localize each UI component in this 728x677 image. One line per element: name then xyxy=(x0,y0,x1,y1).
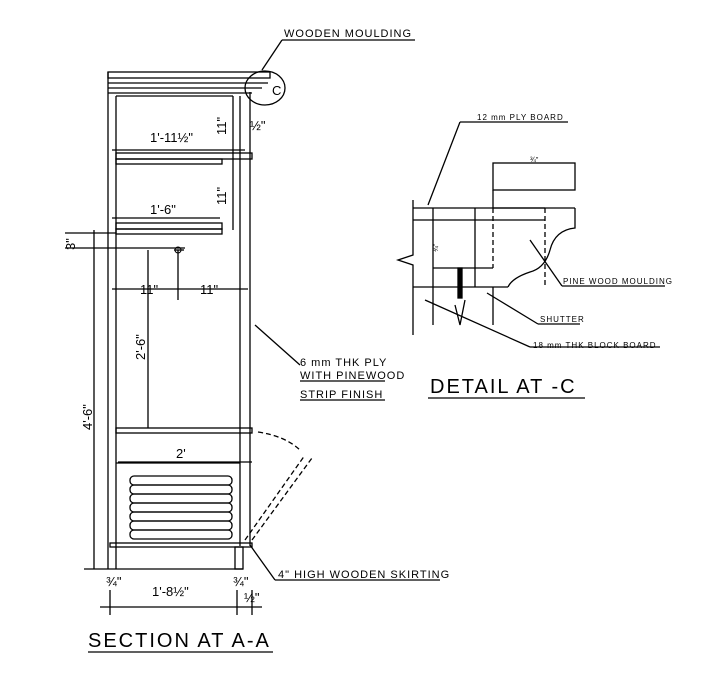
section-title: SECTION AT A-A xyxy=(88,630,271,652)
dim-bottom-compartment: 2' xyxy=(176,446,186,461)
pine-moulding-label: PINE WOOD MOULDING xyxy=(563,277,673,286)
ply-label-line1: 6 mm THK PLY xyxy=(300,357,387,369)
dim-top-gap: ½" xyxy=(250,118,266,133)
dim-top-height: 11" xyxy=(214,117,229,135)
ply-label-line2: WITH PINEWOOD xyxy=(300,370,405,382)
dim-base-left: ¾" xyxy=(106,574,122,589)
cabinet-section xyxy=(65,39,440,653)
shutter-label: SHUTTER xyxy=(540,315,585,324)
detail-dim-side: ¾" xyxy=(433,243,440,252)
dim-hanging-height: 2'-6" xyxy=(133,334,148,360)
block-board-label: 18 mm THK BLOCK BOARD xyxy=(533,341,657,350)
dim-rail-offset: 3" xyxy=(63,238,78,250)
dim-shelf2-width: 1'-6" xyxy=(150,202,176,217)
ply-board-label: 12 mm PLY BOARD xyxy=(477,113,564,122)
skirting-label: 4" HIGH WOODEN SKIRTING xyxy=(278,569,450,581)
dim-base-gap: ½" xyxy=(244,590,260,605)
dim-hanger-right: 11" xyxy=(200,282,218,297)
dim-shelf2-height: 11" xyxy=(214,187,229,205)
dim-hanger-left: 11" xyxy=(140,282,158,297)
detail-c-drawing xyxy=(395,121,665,399)
dim-overall-height: 4'-6" xyxy=(80,404,95,430)
detail-dim-top: ¾" xyxy=(530,157,539,164)
wooden-moulding-label: WOODEN MOULDING xyxy=(284,28,412,40)
dim-base-width: 1'-8½" xyxy=(152,584,189,599)
dim-base-right: ¾" xyxy=(233,574,249,589)
detail-title: DETAIL AT -C xyxy=(430,376,577,398)
ply-label-line3: STRIP FINISH xyxy=(300,389,383,401)
folded-clothes-icon xyxy=(129,475,233,540)
detail-marker-c[interactable]: C xyxy=(272,83,281,98)
dim-top-width: 1'-11½" xyxy=(150,130,193,145)
